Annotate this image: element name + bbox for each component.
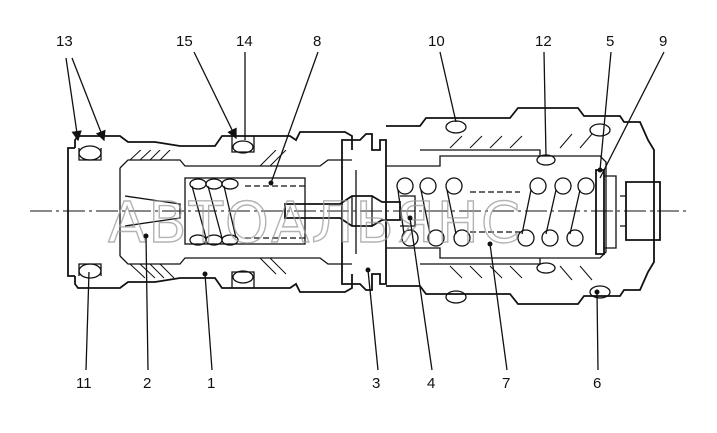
right-housing [386, 107, 661, 305]
callout-10: 10 [428, 33, 445, 50]
callout-labels: 13 15 14 8 10 12 5 9 11 2 1 3 4 7 6 [56, 33, 667, 392]
callout-3: 3 [372, 375, 380, 392]
poppet-needle [284, 195, 416, 227]
leader-lines [65, 51, 665, 371]
adjusting-nut [341, 133, 387, 291]
o-ring-bottom-right [589, 285, 611, 299]
callout-12: 12 [535, 33, 552, 50]
callout-4: 4 [427, 375, 435, 392]
callout-7: 7 [502, 375, 510, 392]
callout-2: 2 [143, 375, 151, 392]
o-ring-top-right [445, 120, 467, 134]
callout-8: 8 [313, 33, 321, 50]
callout-14: 14 [236, 33, 253, 50]
o-ring-top-mid [232, 140, 254, 154]
callout-5: 5 [606, 33, 614, 50]
watermark-text: АВТОАЛЬЯНС [108, 191, 522, 256]
callout-6: 6 [593, 375, 601, 392]
callout-9: 9 [659, 33, 667, 50]
callout-11: 11 [76, 375, 92, 392]
callout-1: 1 [207, 375, 215, 392]
o-ring-bottom-mid [232, 270, 254, 284]
part-markers [143, 167, 603, 295]
o-ring-bottom-left [78, 263, 102, 279]
callout-13: 13 [56, 33, 73, 50]
main-spring [396, 177, 595, 247]
pilot-spring [184, 177, 306, 246]
left-housing [67, 131, 353, 293]
callout-15: 15 [176, 33, 193, 50]
o-ring-top-left [78, 145, 102, 161]
